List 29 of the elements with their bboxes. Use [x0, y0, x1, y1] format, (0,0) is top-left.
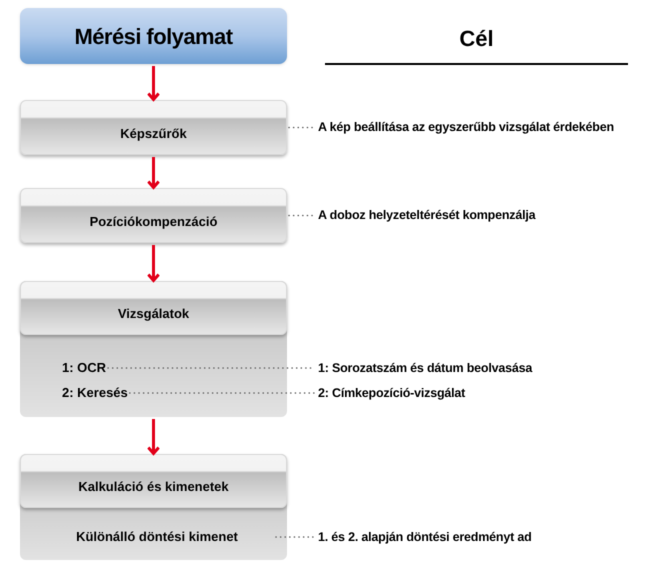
goal-text: A kép beállítása az egyszerűbb vizsgálat érdekében [318, 118, 648, 138]
panel-header [20, 454, 287, 508]
sub-step-text: 2: Keresés [62, 383, 128, 403]
arrow [146, 419, 160, 455]
process-box [20, 100, 287, 155]
process-box [20, 188, 287, 243]
sub-step-text: 1: OCR [62, 358, 106, 378]
goal-text: 2: Címkepozíció-vizsgálat [318, 383, 648, 403]
process-panel [20, 281, 287, 417]
header-box [20, 8, 287, 64]
arrow [146, 245, 160, 282]
step-title: Kalkuláció és kimenetek [78, 478, 229, 496]
column-heading: Cél [458, 25, 495, 53]
arrow [146, 66, 160, 101]
leader-line [128, 392, 315, 394]
step-title: Pozíciókompenzáció [90, 212, 218, 231]
sub-step-text: Különálló döntési kimenet [40, 527, 274, 547]
header-title: Mérési folyamat [74, 22, 233, 51]
step-title: Képszűrők [120, 124, 187, 143]
process-panel [20, 454, 287, 560]
leader-line [288, 214, 315, 216]
leader-line [275, 536, 315, 538]
step-title: Vizsgálatok [118, 305, 190, 324]
arrow [146, 157, 160, 189]
goal-text: 1. és 2. alapján döntési eredményt ad [318, 527, 648, 547]
goal-text: A doboz helyzeteltérését kompenzálja [318, 206, 648, 226]
leader-line [288, 126, 315, 128]
panel-header [20, 281, 287, 335]
goal-text: 1: Sorozatszám és dátum beolvasása [318, 358, 648, 378]
